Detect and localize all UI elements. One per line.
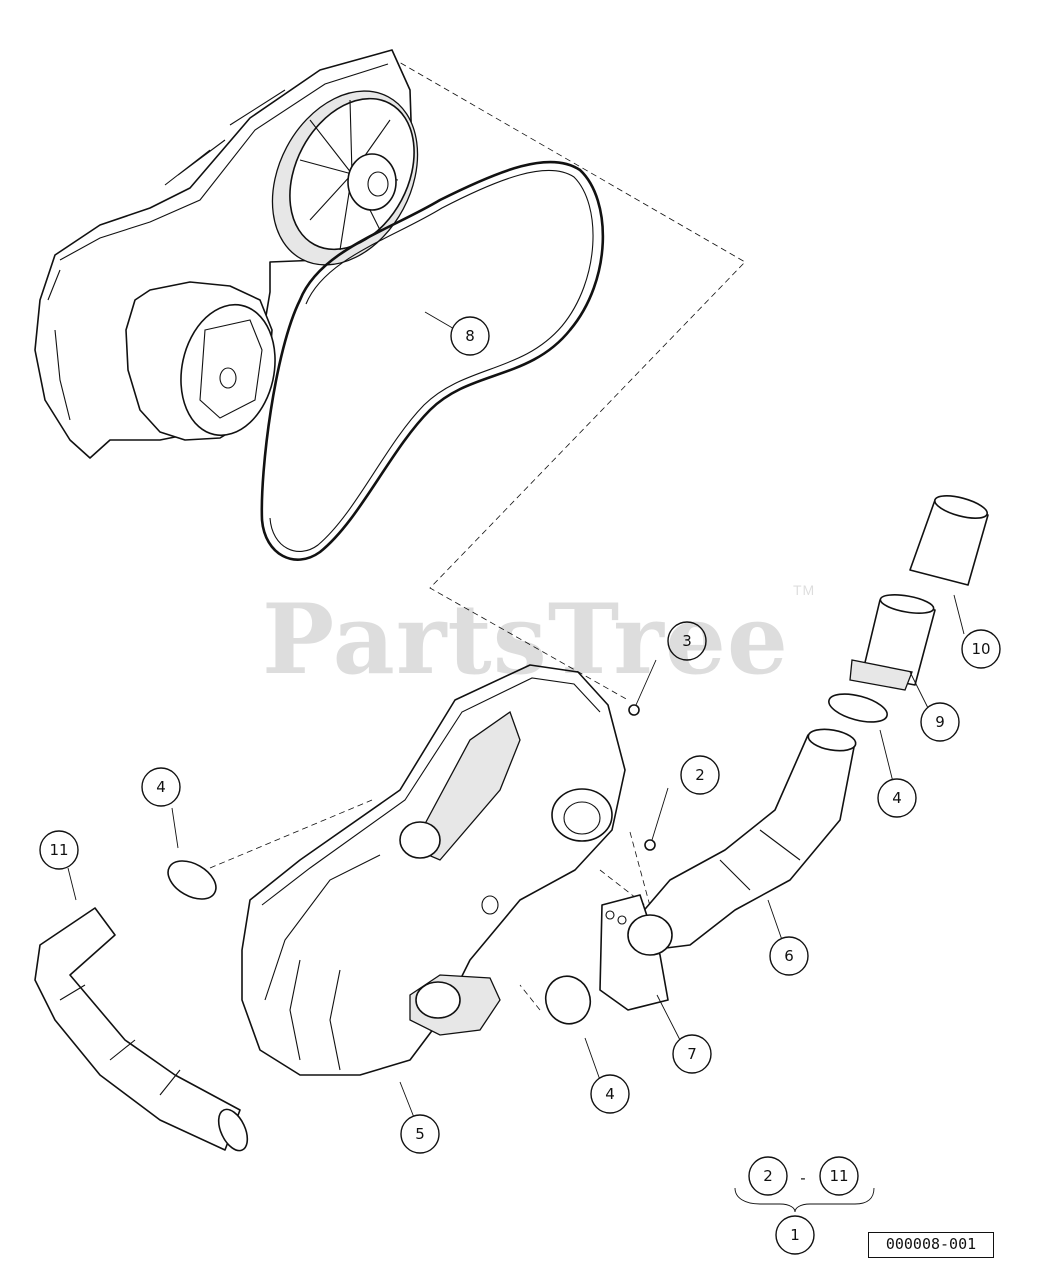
svg-text:4: 4 bbox=[892, 789, 902, 807]
callout-9[interactable]: 9 bbox=[920, 702, 960, 742]
callout-group-end[interactable]: 11 bbox=[819, 1156, 859, 1196]
callout-11[interactable]: 11 bbox=[39, 830, 79, 870]
inner-clutch-housing bbox=[241, 664, 626, 1076]
outlet-duct bbox=[639, 734, 856, 951]
svg-text:2: 2 bbox=[695, 766, 705, 784]
duct-opening bbox=[807, 728, 857, 752]
figure-code-label: 000008-001 bbox=[868, 1232, 994, 1258]
svg-text:11: 11 bbox=[829, 1167, 848, 1185]
callout-7[interactable]: 7 bbox=[672, 1034, 712, 1074]
screw bbox=[628, 704, 640, 716]
svg-text:-: - bbox=[800, 1169, 805, 1187]
svg-text:9: 9 bbox=[935, 713, 945, 731]
svg-text:11: 11 bbox=[49, 841, 68, 859]
callout-5[interactable]: 5 bbox=[400, 1114, 440, 1154]
watermark-text: PartsTree bbox=[262, 583, 789, 696]
svg-text:4: 4 bbox=[156, 778, 166, 796]
svg-text:4: 4 bbox=[605, 1085, 615, 1103]
trademark-mark: TM bbox=[792, 582, 816, 598]
svg-text:7: 7 bbox=[687, 1045, 697, 1063]
svg-text:8: 8 bbox=[465, 327, 475, 345]
hose-clamp bbox=[828, 693, 888, 723]
group-separator: - bbox=[800, 1169, 805, 1187]
callout-4-left[interactable]: 4 bbox=[141, 767, 181, 807]
svg-text:5: 5 bbox=[415, 1125, 425, 1143]
callout-6[interactable]: 6 bbox=[769, 936, 809, 976]
callout-group-start[interactable]: 2 bbox=[748, 1156, 788, 1196]
callout-assembly-1[interactable]: 1 bbox=[775, 1215, 815, 1255]
screw bbox=[644, 839, 656, 851]
mounting-bracket bbox=[599, 894, 669, 1011]
svg-text:10: 10 bbox=[971, 640, 990, 658]
svg-text:2: 2 bbox=[763, 1167, 773, 1185]
outer-clutch-cover bbox=[34, 49, 419, 459]
intake-tube bbox=[34, 907, 241, 1151]
hose-clamp bbox=[544, 975, 592, 1025]
callout-10[interactable]: 10 bbox=[961, 629, 1001, 669]
callout-8[interactable]: 8 bbox=[450, 316, 490, 356]
callout-3[interactable]: 3 bbox=[667, 621, 707, 661]
leader-lines bbox=[67, 311, 965, 1213]
hose-clamp bbox=[167, 860, 217, 900]
callout-4-bottom[interactable]: 4 bbox=[590, 1074, 630, 1114]
svg-text:1: 1 bbox=[790, 1226, 800, 1244]
callout-2[interactable]: 2 bbox=[680, 755, 720, 795]
drive-belt bbox=[260, 160, 605, 561]
svg-text:3: 3 bbox=[682, 632, 692, 650]
svg-text:6: 6 bbox=[784, 947, 794, 965]
callout-4-upper-right[interactable]: 4 bbox=[877, 778, 917, 818]
